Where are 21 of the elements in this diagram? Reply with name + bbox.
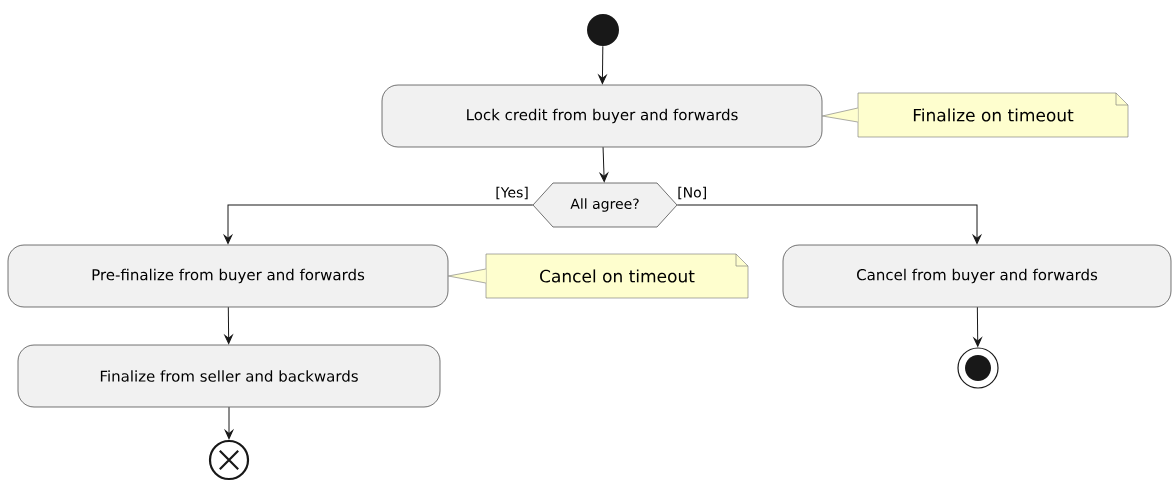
- action-box: Finalize from seller and backwards: [17, 344, 441, 408]
- arrow: [224, 406, 234, 440]
- action-box: Lock credit from buyer and forwards: [381, 84, 823, 148]
- arrow: [599, 146, 609, 183]
- stop-circle: [957, 347, 999, 389]
- arrow: [973, 306, 982, 347]
- note: Cancel on timeout: [485, 253, 749, 299]
- action-box: Pre-finalize from buyer and forwards: [7, 244, 449, 308]
- arrow: [224, 306, 233, 344]
- arrow: [223, 204, 534, 244]
- edge-label: [Yes]: [496, 186, 528, 200]
- decision-hexagon: All agree?: [532, 182, 678, 228]
- arrow: [598, 45, 607, 84]
- note-pointer: [822, 107, 859, 123]
- note-pointer: [448, 268, 487, 284]
- edge-label: [No]: [678, 186, 706, 200]
- end-cross-circle: [208, 439, 250, 481]
- note: Finalize on timeout: [857, 92, 1129, 138]
- arrow: [676, 204, 982, 244]
- start-circle: [587, 14, 619, 46]
- action-box: Cancel from buyer and forwards: [782, 244, 1172, 308]
